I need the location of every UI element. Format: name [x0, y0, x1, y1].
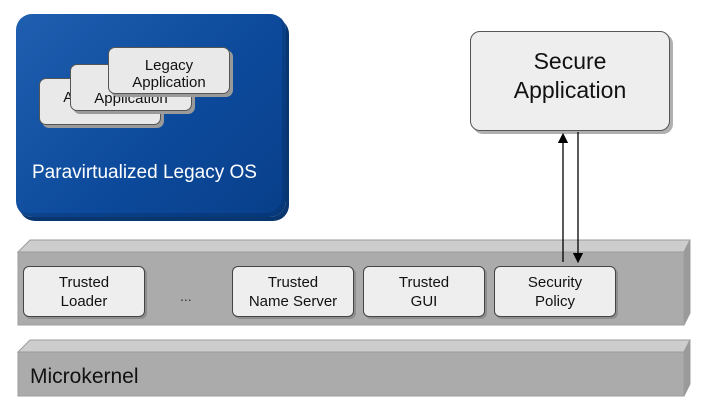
- microkernel-slab-front: [17, 351, 685, 397]
- secure-app-line1: Secure: [533, 48, 607, 74]
- component-line2: Name Server: [248, 293, 338, 310]
- app-card-line2: Application: [94, 90, 168, 107]
- secure-app-line2: Application: [513, 77, 627, 103]
- component-line1: Security: [527, 274, 583, 291]
- app-card-line1: Legacy: [144, 57, 194, 74]
- secure-application-box: Secure Application: [470, 31, 670, 131]
- security-policy-box: Security Policy: [494, 266, 616, 317]
- trusted-name-server-box: Trusted Name Server: [232, 266, 354, 317]
- component-line2: Loader: [60, 293, 108, 310]
- trusted-loader-box: Trusted Loader: [23, 266, 145, 317]
- legacy-app-card-front: Legacy Application: [108, 47, 230, 94]
- services-slab-side: [683, 239, 691, 326]
- component-line1: Trusted: [58, 274, 110, 291]
- more-components-ellipsis: ...: [180, 288, 192, 304]
- component-line1: Trusted: [398, 274, 450, 291]
- microkernel-label: Microkernel: [30, 365, 139, 388]
- microkernel-slab-side: [683, 339, 691, 397]
- legacy-os-label: Paravirtualized Legacy OS: [32, 162, 257, 183]
- trusted-gui-box: Trusted GUI: [363, 266, 485, 317]
- component-line1: Trusted: [267, 274, 319, 291]
- component-line2: GUI: [410, 293, 438, 310]
- component-line2: Policy: [534, 293, 575, 310]
- app-card-line2: Application: [132, 74, 206, 91]
